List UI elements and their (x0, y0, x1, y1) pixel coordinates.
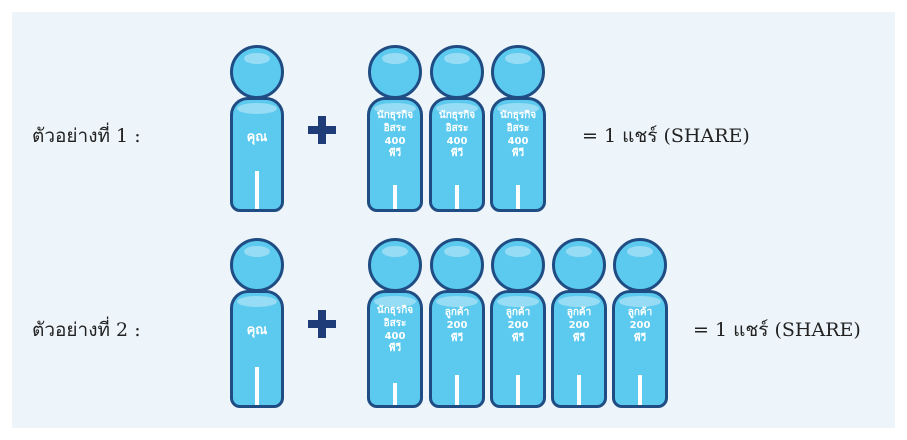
person-icon (368, 45, 422, 99)
person-icon (613, 238, 667, 292)
member-figure: นักธุรกิจ อิสระ 400 พีวี (490, 45, 546, 212)
example-1-label: ตัวอย่างที่ 1 : (32, 125, 141, 147)
member-label: นักธุรกิจ อิสระ 400 พีวี (376, 110, 414, 160)
example-1-result: = 1 แชร์ (SHARE) (582, 125, 750, 147)
customer-figure: ลูกค้า 200 พีวี (551, 238, 607, 408)
customer-label: ลูกค้า 200 พีวี (505, 307, 531, 344)
customer-figure: ลูกค้า 200 พีวี (490, 238, 546, 408)
member-figure: นักธุรกิจ อิสระ 400 พีวี (429, 45, 485, 212)
customer-label: ลูกค้า 200 พีวี (444, 307, 470, 344)
member-label: นักธุรกิจ อิสระ 400 พีวี (499, 110, 537, 160)
member-figure: นักธุรกิจ อิสระ 400 พีวี (367, 45, 423, 212)
plus-icon (308, 310, 336, 338)
person-icon (491, 238, 545, 292)
you-figure-example-1: คุณ (230, 45, 284, 212)
person-icon (368, 238, 422, 292)
person-icon (230, 45, 284, 99)
member-figure: นักธุรกิจ อิสระ 400 พีวี (367, 238, 423, 408)
plus-icon (308, 116, 336, 144)
person-icon (430, 238, 484, 292)
member-label: นักธุรกิจ อิสระ 400 พีวี (438, 110, 476, 160)
customer-figure: ลูกค้า 200 พีวี (429, 238, 485, 408)
example-2-label: ตัวอย่างที่ 2 : (32, 319, 141, 341)
customer-label: ลูกค้า 200 พีวี (627, 307, 653, 344)
you-label: คุณ (246, 323, 268, 338)
member-label: นักธุรกิจ อิสระ 400 พีวี (376, 305, 414, 355)
example-2-result: = 1 แชร์ (SHARE) (693, 319, 861, 341)
customer-figure: ลูกค้า 200 พีวี (612, 238, 668, 408)
person-icon (230, 238, 284, 292)
person-icon (491, 45, 545, 99)
person-icon (430, 45, 484, 99)
customer-label: ลูกค้า 200 พีวี (566, 307, 592, 344)
you-figure-example-2: คุณ (230, 238, 284, 408)
person-icon (552, 238, 606, 292)
you-label: คุณ (246, 130, 268, 145)
